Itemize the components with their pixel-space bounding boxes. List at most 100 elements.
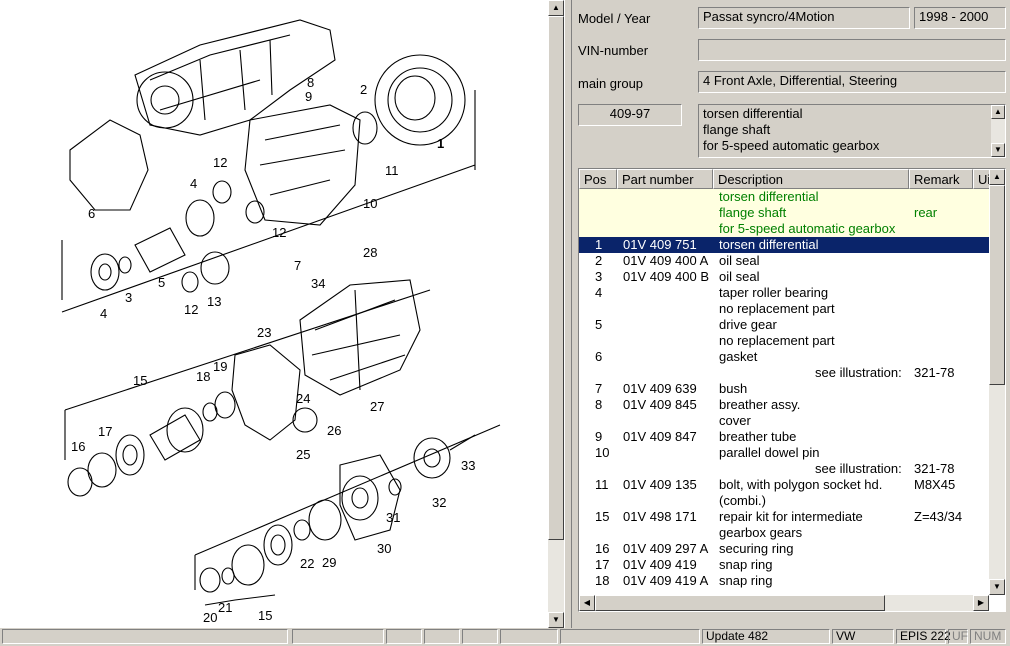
table-scroll-up-arrow-icon[interactable]: ▲: [989, 169, 1005, 185]
cell-pos: 15: [595, 509, 610, 524]
cell-pos: 1: [595, 237, 603, 252]
cell-description: bolt, with polygon socket hd.: [719, 477, 883, 492]
callout-3: 3: [125, 290, 132, 305]
cell-pos: 16: [595, 541, 610, 556]
cell-pos: 2: [595, 253, 603, 268]
callout-1: 1: [437, 136, 444, 151]
status-epis-version: EPIS 222: [896, 629, 951, 644]
callout-9: 9: [305, 89, 312, 104]
cell-pos: 5: [595, 317, 603, 332]
desc-scroll-down-icon[interactable]: ▼: [991, 143, 1005, 157]
cell-pos: 10: [595, 445, 610, 460]
parts-table[interactable]: Pos Part number Description Remark Ui to…: [578, 168, 1006, 612]
table-row[interactable]: cover: [579, 413, 989, 429]
cell-remark: M8X45: [914, 477, 956, 492]
scroll-down-arrow-icon[interactable]: ▼: [548, 612, 564, 628]
callout-21: 21: [218, 600, 232, 615]
cell-part-number: 01V 409 751: [623, 237, 697, 252]
cell-description: repair kit for intermediate: [719, 509, 863, 524]
cell-see-illustration[interactable]: see illustration:: [815, 461, 902, 476]
parts-illustration-pane[interactable]: 1 2 3 4 4 5 6 7 8 9 10 11 12 12 12 13 15…: [0, 0, 548, 628]
desc-scroll-up-icon[interactable]: ▲: [991, 105, 1005, 119]
table-header-row[interactable]: torsen differential: [579, 189, 989, 205]
callout-12c: 12: [184, 302, 198, 317]
table-row[interactable]: see illustration:321-78: [579, 365, 989, 381]
callout-16: 16: [71, 439, 85, 454]
table-scroll-thumb[interactable]: [989, 185, 1005, 385]
callout-15b: 15: [258, 608, 272, 623]
table-row[interactable]: (combi.): [579, 493, 989, 509]
callout-2: 2: [360, 82, 367, 97]
model-field: Passat syncro/4Motion: [698, 7, 910, 29]
illustration-code-field: 409-97: [578, 104, 682, 126]
callout-26: 26: [327, 423, 341, 438]
cell-pos: 7: [595, 381, 603, 396]
illustration-vertical-scrollbar[interactable]: ▲ ▼: [548, 0, 564, 628]
cell-part-number: 01V 409 847: [623, 429, 697, 444]
cell-description: securing ring: [719, 541, 794, 556]
callout-13: 13: [207, 294, 221, 309]
callout-24: 24: [296, 391, 310, 406]
cell-description: taper roller bearing: [719, 285, 829, 300]
scroll-thumb[interactable]: [548, 16, 564, 540]
cell-pos: 6: [595, 349, 603, 364]
status-panel-empty: [560, 629, 700, 644]
cell-description: breather tube: [719, 429, 797, 444]
vin-label: VIN-number: [578, 43, 649, 58]
column-header-part-number[interactable]: Part number: [617, 169, 713, 189]
table-row[interactable]: no replacement part: [579, 301, 989, 317]
column-header-description[interactable]: Description: [713, 169, 909, 189]
status-update: Update 482: [702, 629, 830, 644]
cell-see-illustration[interactable]: see illustration:: [815, 365, 902, 380]
table-vertical-scrollbar[interactable]: ▲ ▼: [989, 169, 1005, 595]
scroll-up-arrow-icon[interactable]: ▲: [548, 0, 564, 16]
table-header: Pos Part number Description Remark Ui: [579, 169, 993, 189]
cell-part-number: 01V 409 419: [623, 557, 697, 572]
table-hscroll-thumb[interactable]: [595, 595, 885, 611]
status-panel-empty: [386, 629, 422, 644]
callout-6: 6: [88, 206, 95, 221]
pane-splitter[interactable]: [564, 0, 572, 628]
callout-22: 22: [300, 556, 314, 571]
table-horizontal-scrollbar[interactable]: ◀ ▶: [579, 595, 989, 611]
table-scroll-down-arrow-icon[interactable]: ▼: [989, 579, 1005, 595]
table-header-row[interactable]: for 5-speed automatic gearbox: [579, 221, 989, 237]
table-row[interactable]: see illustration:321-78: [579, 461, 989, 477]
callout-31: 31: [386, 510, 400, 525]
cell-pos: 8: [595, 397, 603, 412]
table-row[interactable]: no replacement part: [579, 333, 989, 349]
desc-scrollbar[interactable]: ▲ ▼: [991, 105, 1005, 157]
callout-19: 19: [213, 359, 227, 374]
table-scroll-left-arrow-icon[interactable]: ◀: [579, 595, 595, 611]
callout-27: 27: [370, 399, 384, 414]
cell-pos: 11: [595, 477, 609, 492]
column-header-remark[interactable]: Remark: [909, 169, 973, 189]
column-header-pos[interactable]: Pos: [579, 169, 617, 189]
status-num: NUM: [970, 629, 1006, 644]
cell-description: snap ring: [719, 573, 773, 588]
table-row[interactable]: gearbox gears: [579, 525, 989, 541]
cell-description: breather assy.: [719, 397, 801, 412]
callout-4a: 4: [190, 176, 197, 191]
status-panel-empty: [500, 629, 558, 644]
cell-part-number: 01V 409 639: [623, 381, 697, 396]
vin-field[interactable]: [698, 39, 1006, 61]
table-scroll-right-arrow-icon[interactable]: ▶: [973, 595, 989, 611]
